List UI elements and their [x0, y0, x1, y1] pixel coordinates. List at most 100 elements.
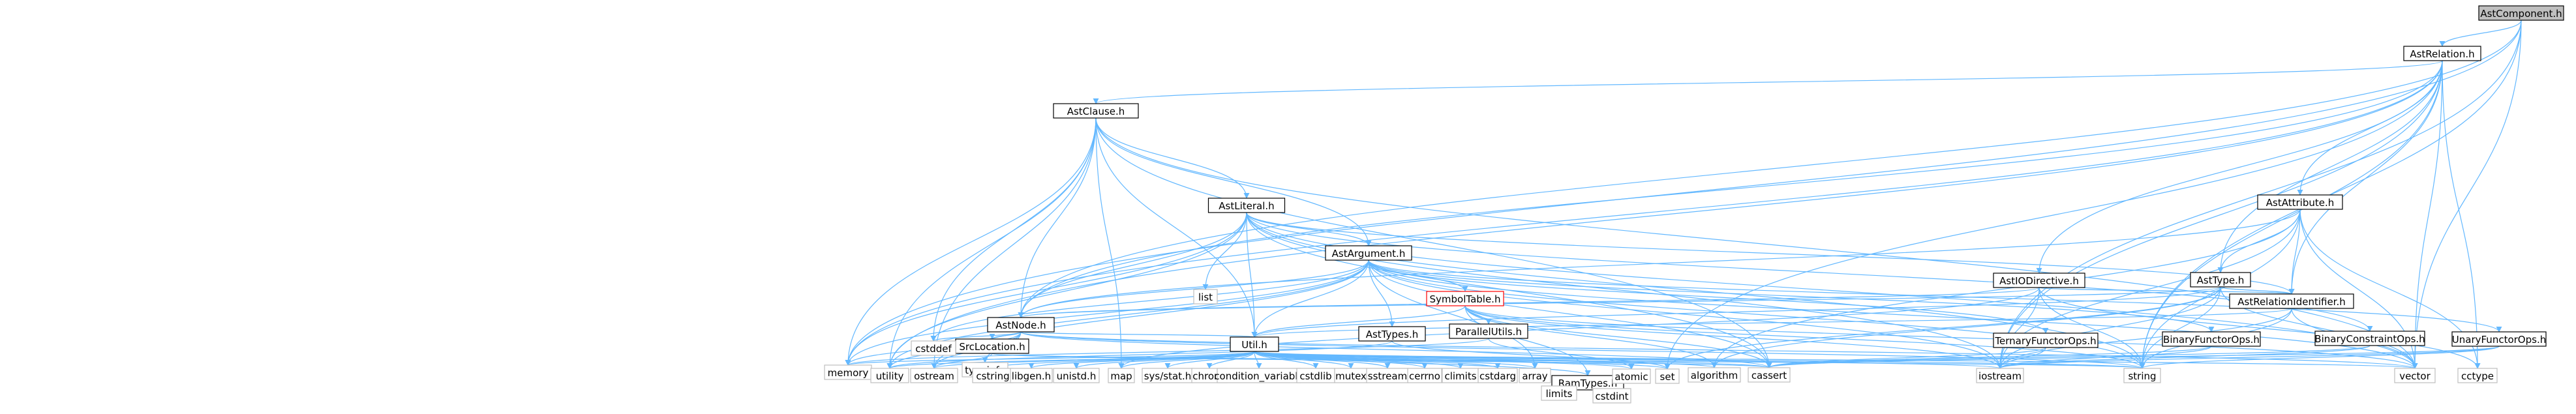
edge-line	[1464, 305, 1718, 368]
edge-ternaryfunctorops-h-to-cassert	[1766, 347, 2046, 368]
edge-astclause-h-to-map	[1095, 117, 1125, 369]
edge-astliteral-h-to-utility	[886, 212, 1247, 369]
node-label: SrcLocation.h	[959, 341, 1025, 353]
node-srclocation-h[interactable]: SrcLocation.h	[955, 338, 1029, 354]
node-label: ostream	[914, 370, 954, 382]
edge-util-h-to-vector	[1254, 351, 2417, 369]
node-memory: memory	[824, 364, 872, 380]
node-label: BinaryFunctorOps.h	[2163, 334, 2260, 346]
node-cassert: cassert	[1748, 367, 1791, 383]
edge-line	[1997, 346, 2500, 369]
node-asttype-h[interactable]: AstType.h	[2190, 272, 2251, 288]
node-box	[1519, 368, 1551, 383]
edge-astrelation-h-to-set	[1664, 60, 2443, 370]
edge-line	[1095, 117, 1125, 369]
edge-line	[1254, 351, 1772, 368]
node-cstdint: cstdint	[1592, 388, 1631, 404]
node-label: cerrno	[1409, 370, 1440, 382]
node-unaryfunctorops-h[interactable]: UnaryFunctorOps.h	[2451, 331, 2547, 347]
edge-line	[1018, 60, 2443, 318]
edge-symboltable-h-to-cassert	[1464, 305, 1772, 368]
node-label: AstAttribute.h	[2266, 197, 2334, 209]
node-label: cstdlib	[1299, 370, 1331, 382]
node-label: limits	[1546, 388, 1573, 400]
node-label: AstComponent.h	[2480, 8, 2562, 20]
edge-line	[1711, 209, 2301, 368]
edge-line	[1997, 20, 2522, 369]
edge-line	[886, 212, 1247, 369]
node-label: AstNode.h	[995, 319, 1046, 331]
node-ternaryfunctorops-h[interactable]: TernaryFunctorOps.h	[1993, 333, 2099, 348]
node-box	[1976, 368, 2024, 383]
node-label: cstdint	[1595, 391, 1628, 402]
edge-line	[845, 351, 1255, 366]
node-label: utility	[876, 370, 904, 382]
edge-line	[1251, 305, 1466, 338]
node-label: libgen.h	[1012, 370, 1051, 382]
edge-astliteral-h-to-util-h	[1246, 212, 1258, 338]
edge-line	[930, 259, 1369, 342]
edge-line	[1766, 346, 2500, 368]
edge-unaryfunctorops-h-to-iostream	[1997, 346, 2500, 369]
edge-line	[2412, 20, 2522, 369]
node-parallelutils-h[interactable]: ParallelUtils.h	[1449, 323, 1528, 339]
node-binaryfunctorops-h[interactable]: BinaryFunctorOps.h	[2162, 331, 2261, 347]
edge-astrelation-h-to-asttype-h	[2217, 60, 2443, 273]
node-cstdarg: cstdarg	[1477, 368, 1518, 383]
node-iostream: iostream	[1976, 368, 2024, 383]
edge-line	[845, 259, 1369, 366]
edge-line	[1073, 351, 1255, 369]
node-cerrno: cerrno	[1407, 368, 1442, 383]
edge-astclause-h-to-astliteral-h	[1095, 117, 1250, 199]
edge-astclause-h-to-astargument-h	[1095, 117, 1372, 246]
edge-line	[886, 340, 1393, 369]
node-label: Util.h	[1241, 339, 1267, 351]
edge-util-h-to-chrono	[1206, 351, 1255, 369]
node-asttypes-h[interactable]: AstTypes.h	[1358, 326, 1426, 342]
edge-line	[1095, 117, 1250, 199]
edge-util-h-to-cassert	[1254, 351, 1772, 368]
node-astcomponent-h[interactable]: AstComponent.h	[2478, 5, 2564, 21]
edge-line	[1206, 351, 1255, 369]
edge-line	[2139, 346, 2500, 369]
edge-line	[1251, 286, 2221, 338]
edge-astcomponent-h-to-iostream	[1997, 20, 2522, 369]
edge-line	[1018, 20, 2522, 318]
edge-line	[1251, 259, 1369, 338]
edge-line	[845, 60, 2443, 366]
node-util-h[interactable]: Util.h	[1230, 336, 1279, 352]
node-astargument-h[interactable]: AstArgument.h	[1325, 245, 1412, 261]
edge-line	[1095, 117, 1772, 368]
edge-line	[1254, 351, 2417, 369]
node-binaryconstraintops-h[interactable]: BinaryConstraintOps.h	[2314, 331, 2425, 346]
node-label: cctype	[2461, 370, 2494, 382]
edge-line	[1766, 347, 2046, 368]
edge-util-h-to-string	[1254, 351, 2145, 369]
node-libgen-h: libgen.h	[1010, 368, 1053, 383]
node-astnode-h[interactable]: AstNode.h	[987, 317, 1055, 333]
node-box	[2394, 368, 2436, 383]
node-label: map	[1110, 370, 1132, 382]
edge-astclause-h-to-ostream	[931, 117, 1097, 369]
node-astrelationidentifier-h[interactable]: AstRelationIdentifier.h	[2229, 293, 2354, 309]
edge-astrelation-h-to-astrelationidentifier-h	[2288, 60, 2443, 295]
node-label: climits	[1444, 370, 1476, 382]
node-cstdlib: cstdlib	[1296, 368, 1335, 383]
edge-astclause-h-to-memory	[845, 117, 1097, 366]
node-astattribute-h[interactable]: AstAttribute.h	[2257, 194, 2343, 210]
edge-line	[2412, 60, 2443, 369]
node-astiodirective-h[interactable]: AstIODirective.h	[1993, 273, 2085, 288]
edge-line	[1391, 340, 1671, 370]
node-symboltable-h[interactable]: SymbolTable.h	[1426, 291, 1504, 306]
node-astclause-h[interactable]: AstClause.h	[1053, 103, 1139, 119]
edge-line	[1095, 117, 1372, 246]
node-astliteral-h[interactable]: AstLiteral.h	[1207, 198, 1286, 213]
node-astrelation-h[interactable]: AstRelation.h	[2403, 46, 2481, 61]
edge-unaryfunctorops-h-to-cassert	[1766, 346, 2500, 368]
edge-asttype-h-to-astrelationidentifier-h	[2220, 286, 2295, 295]
edge-util-h-to-memory	[845, 351, 1255, 366]
node-map: map	[1108, 368, 1135, 383]
edge-astclause-h-to-cstddef	[930, 117, 1097, 342]
edge-parallelutils-h-to-memory	[845, 338, 1489, 366]
